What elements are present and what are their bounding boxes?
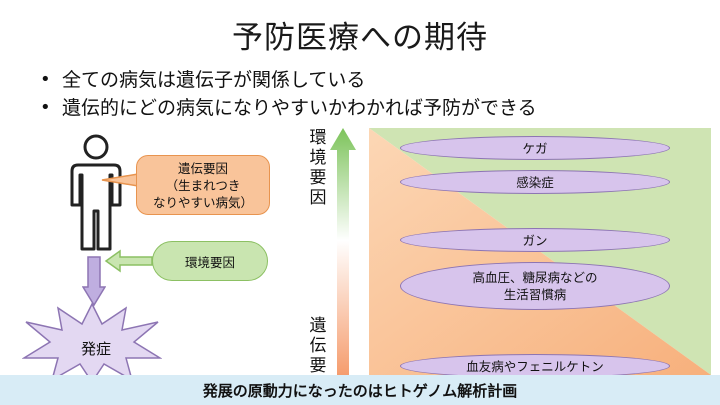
bullet-text: 全ての病気は遺伝子が関係している xyxy=(62,69,366,91)
disease-label: 血友病やフェニルケトン xyxy=(466,358,604,374)
disease-ellipse: 感染症 xyxy=(400,170,670,194)
environment-factor-callout: 環境要因 xyxy=(152,241,268,281)
environment-arrow-icon xyxy=(104,249,153,273)
callout-line: 遺伝要因 xyxy=(177,160,228,176)
onset-label: 発症 xyxy=(80,340,111,358)
down-arrow-icon xyxy=(82,256,106,307)
bullet-item: • 全ての病気は遺伝子が関係している xyxy=(40,66,537,94)
environment-axis-label: 環境要因 xyxy=(309,128,327,208)
disease-label: ガン xyxy=(522,232,548,248)
bullet-item: • 遺伝的にどの病気になりやすいかわかれば予防ができる xyxy=(40,94,537,122)
disease-ellipse: ガン xyxy=(400,228,670,252)
callout-line: なりやすい病気） xyxy=(152,194,253,210)
gradient-arrow-icon xyxy=(330,128,356,378)
page-title: 予防医療への期待 xyxy=(232,20,488,56)
disease-label: ケガ xyxy=(522,140,548,156)
person-icon xyxy=(70,134,122,251)
disease-label: 生活習慣病 xyxy=(503,287,567,302)
callout-line: （生まれつき xyxy=(165,177,241,193)
disease-label: 感染症 xyxy=(516,174,554,190)
bullet-dot: • xyxy=(40,97,51,118)
footer-banner: 発展の原動力になったのはヒトゲノム解析計画 xyxy=(0,375,720,405)
disease-ellipse: 高血圧、糖尿病などの 生活習慣病 xyxy=(400,262,670,310)
callout-pointer xyxy=(101,173,139,187)
disease-ellipse: 血友病やフェニルケトン xyxy=(400,354,670,378)
bullet-dot: • xyxy=(40,69,51,90)
bullet-text: 遺伝的にどの病気になりやすいかわかれば予防ができる xyxy=(62,97,537,119)
onset-burst-shape xyxy=(22,302,162,382)
disease-label: 高血圧、糖尿病などの xyxy=(472,270,598,285)
bullet-list: • 全ての病気は遺伝子が関係している • 遺伝的にどの病気になりやすいかわかれば… xyxy=(40,66,537,122)
disease-ellipse: ケガ xyxy=(400,136,670,160)
genetic-axis-label: 遺伝要 xyxy=(309,316,327,376)
genetic-factor-callout: 遺伝要因 （生まれつき なりやすい病気） xyxy=(136,155,270,215)
